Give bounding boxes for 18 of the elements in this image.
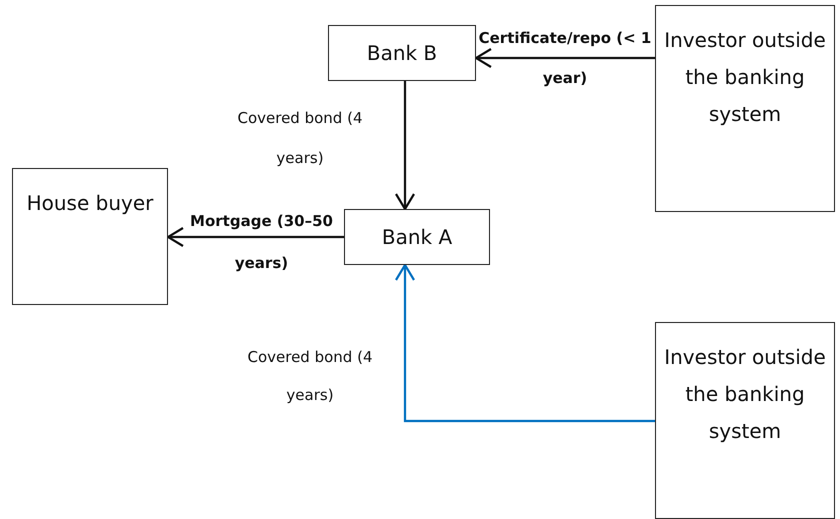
edge-label: Covered bond (4 years) xyxy=(246,347,374,406)
entity-box xyxy=(655,322,835,519)
entity-box xyxy=(344,209,490,265)
arrow xyxy=(394,81,416,210)
edge-label: Certificate/repo (< 1 year) xyxy=(478,28,652,89)
edge-label: Covered bond (4 years) xyxy=(236,108,364,169)
box-label: House buyer xyxy=(26,190,154,217)
arrow xyxy=(394,264,655,422)
box-label: Bank B xyxy=(366,40,438,66)
edge-label: Mortgage (30–50 years) xyxy=(189,211,334,274)
box-label: Investor outside the banking system xyxy=(664,344,826,445)
arrow xyxy=(166,226,344,248)
entity-box xyxy=(655,5,835,212)
entity-box xyxy=(328,25,476,81)
entity-box xyxy=(12,168,168,305)
arrow xyxy=(474,48,655,68)
box-label: Investor outside the banking system xyxy=(664,27,826,128)
box-label: Bank A xyxy=(382,224,452,250)
